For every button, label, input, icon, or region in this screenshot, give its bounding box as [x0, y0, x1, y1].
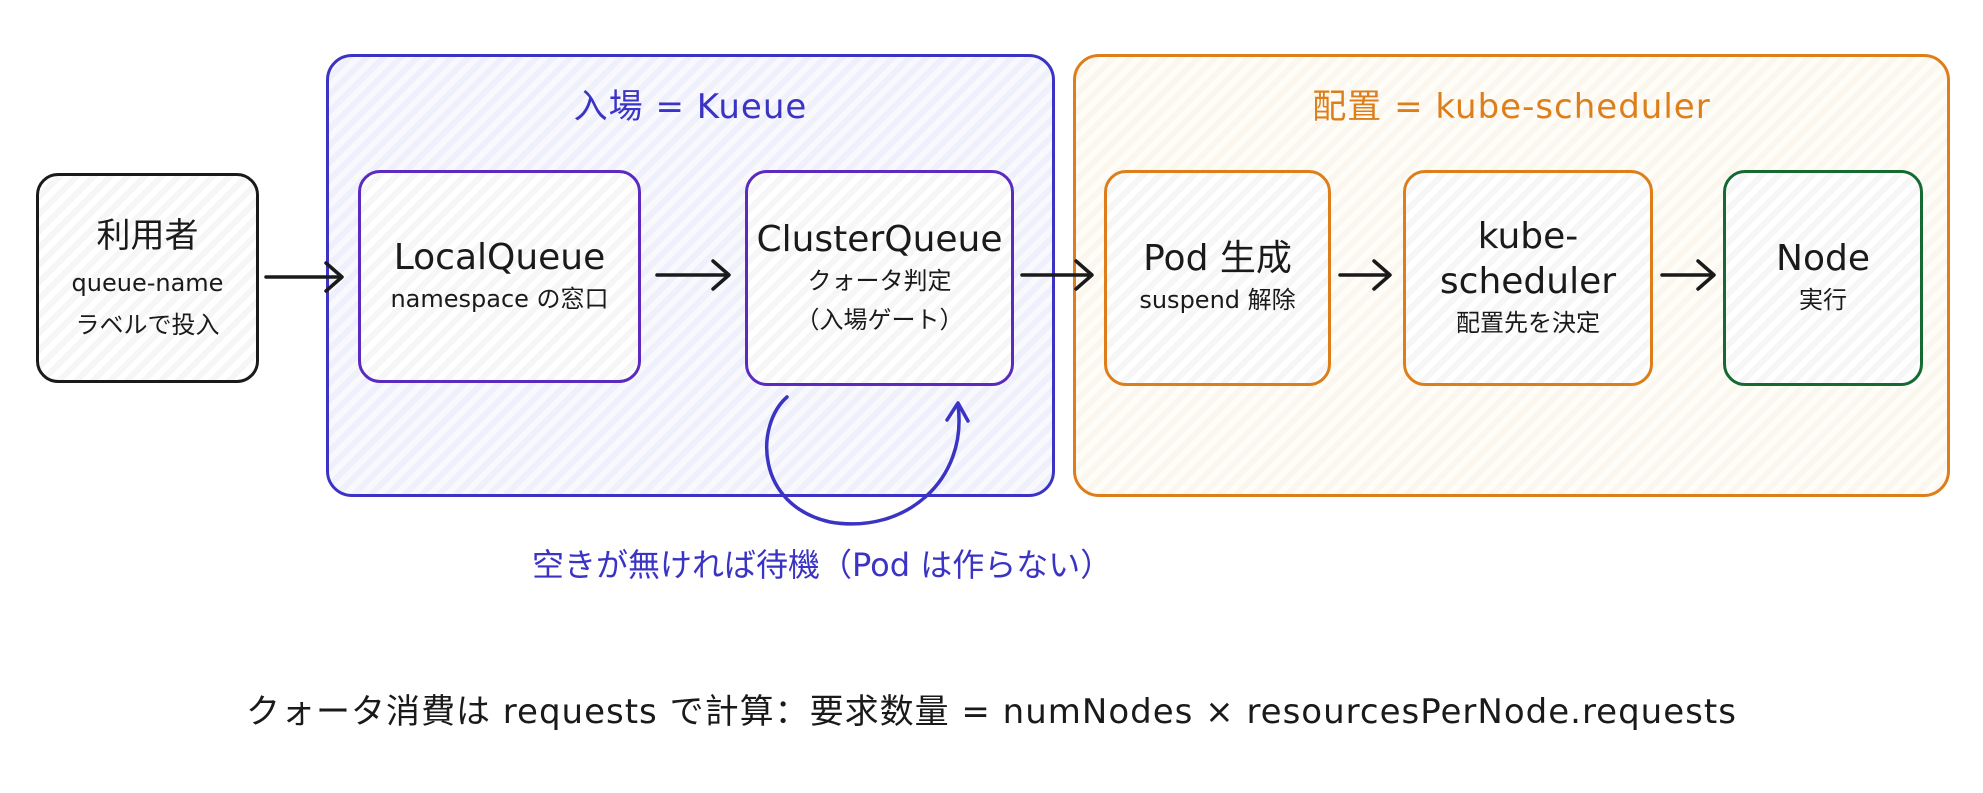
wait-loop-label: 空きが無ければ待機（Pod は作らない）	[532, 546, 1113, 584]
arrow-localqueue-to-clusterqueue	[655, 259, 731, 291]
user-line1: queue-name	[71, 268, 224, 297]
localqueue-title: LocalQueue	[393, 236, 606, 278]
wait-loop-arrow	[764, 395, 970, 526]
node-subtitle: 実行	[1799, 286, 1847, 315]
pod-subtitle: suspend 解除	[1139, 286, 1296, 315]
node-title: Node	[1776, 238, 1870, 280]
arrow-kubescheduler-to-node	[1660, 259, 1716, 291]
kueue-group-title: 入場 = Kueue	[573, 87, 808, 127]
user-node: 利用者 queue-name ラベルで投入	[36, 173, 259, 383]
quota-formula-note: クォータ消費は requests で計算：要求数量 = numNodes × r…	[246, 692, 1737, 732]
localqueue-subtitle: namespace の窓口	[390, 284, 609, 313]
kube-scheduler-node: kube-scheduler 配置先を決定	[1403, 170, 1653, 386]
clusterqueue-title: ClusterQueue	[756, 219, 1003, 261]
localqueue-node: LocalQueue namespace の窓口	[358, 170, 641, 383]
clusterqueue-node: ClusterQueue クォータ判定 （入場ゲート）	[745, 170, 1014, 386]
user-line2: ラベルで投入	[75, 310, 220, 339]
clusterqueue-line2: （入場ゲート）	[795, 305, 964, 334]
pod-creation-node: Pod 生成 suspend 解除	[1104, 170, 1331, 386]
scheduler-group-title: 配置 = kube-scheduler	[1312, 87, 1711, 127]
user-title: 利用者	[96, 215, 199, 256]
arrow-clusterqueue-to-pod	[1020, 259, 1094, 291]
pod-title: Pod 生成	[1143, 238, 1292, 280]
execution-node: Node 実行	[1723, 170, 1923, 386]
clusterqueue-line1: クォータ判定	[807, 267, 952, 296]
arrow-pod-to-kubescheduler	[1338, 259, 1392, 291]
kubescheduler-title: kube-scheduler	[1439, 215, 1617, 302]
arrow-user-to-localqueue	[264, 261, 344, 293]
kubescheduler-subtitle: 配置先を決定	[1456, 308, 1600, 337]
